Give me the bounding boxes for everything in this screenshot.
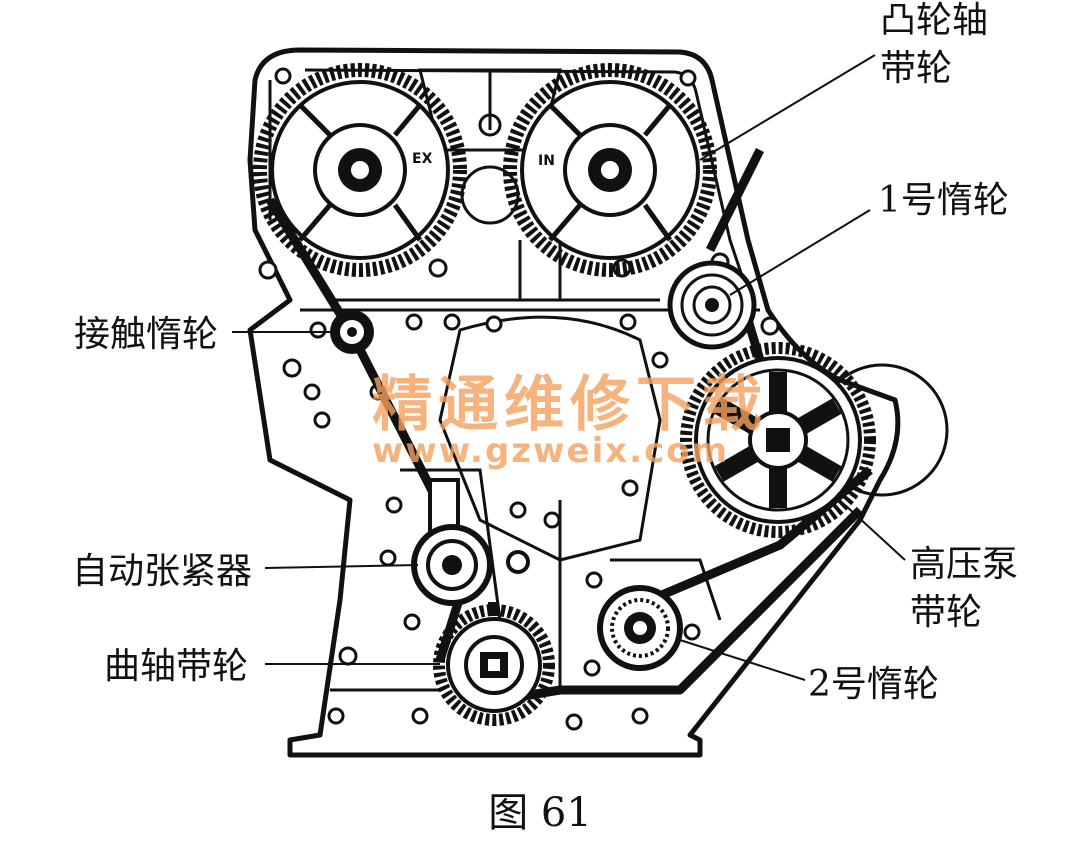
- leader-lines: [232, 54, 906, 681]
- bolts: [258, 67, 780, 731]
- crankshaft-pulley: [433, 602, 555, 726]
- idler-2: [597, 585, 683, 671]
- label-camshaft-pulley-2: 带轮: [880, 48, 952, 89]
- label-auto-tensioner: 自动张紧器: [72, 551, 252, 592]
- intake-camshaft-pulley: IN: [503, 63, 717, 277]
- auto-tensioner: [411, 478, 530, 606]
- watermark: 精通维修下载 www.gzweix.com: [372, 370, 768, 471]
- figure-caption: 图 61: [488, 790, 592, 836]
- hp-pump-pulley: [680, 342, 876, 538]
- contact-idler: [330, 310, 374, 354]
- watermark-text: 精通维修下载: [372, 370, 768, 440]
- intake-mark: IN: [538, 153, 555, 169]
- label-idler-1: 1号惰轮: [878, 180, 1009, 221]
- exhaust-camshaft-pulley: EX: [253, 63, 467, 277]
- label-camshaft-pulley-1: 凸轮轴: [880, 0, 988, 41]
- interior-details: [300, 68, 760, 692]
- watermark-url: www.gzweix.com: [372, 431, 729, 471]
- exhaust-mark: EX: [412, 151, 433, 167]
- idler-1: [667, 260, 757, 350]
- label-hp-pump-pulley-1: 高压泵: [910, 544, 1018, 585]
- label-crankshaft-pulley: 曲轴带轮: [104, 646, 248, 687]
- label-contact-idler: 接触惰轮: [74, 314, 218, 355]
- label-idler-2: 2号惰轮: [808, 664, 939, 705]
- label-hp-pump-pulley-2: 带轮: [910, 592, 982, 633]
